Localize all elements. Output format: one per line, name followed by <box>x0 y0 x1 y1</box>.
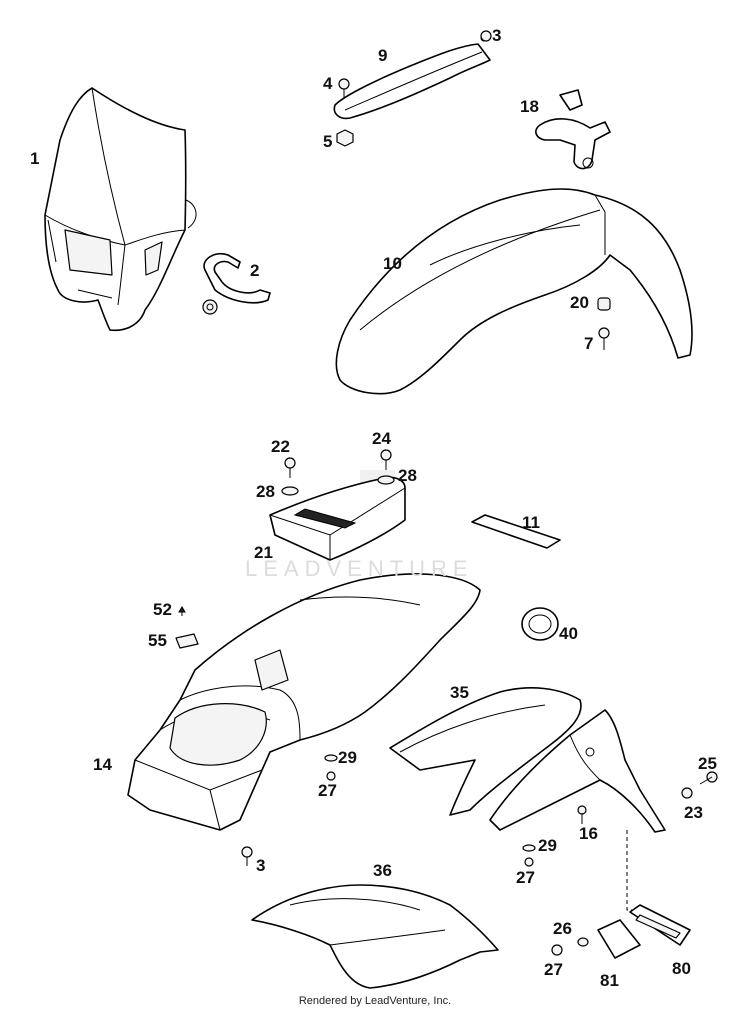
label-1: 1 <box>30 149 40 168</box>
air-filter-cover <box>269 476 406 561</box>
plate-55 <box>175 633 199 649</box>
screw-3-upper <box>480 30 492 42</box>
bracket <box>535 89 611 170</box>
label-2: 2 <box>250 261 260 280</box>
label-24: 24 <box>372 429 391 448</box>
screw-4 <box>338 78 350 98</box>
light-80 <box>629 904 691 946</box>
screw-3-lower <box>241 846 253 866</box>
label-4: 4 <box>323 74 333 93</box>
label-3-top: 3 <box>492 26 502 45</box>
lower-shroud <box>251 884 499 989</box>
screw-7 <box>598 327 610 350</box>
dashed-leader <box>626 830 640 911</box>
fork-bridge-cover <box>333 34 491 120</box>
label-23: 23 <box>684 803 703 822</box>
label-18: 18 <box>520 97 539 116</box>
label-28-left: 28 <box>256 482 275 501</box>
rivet-52 <box>178 606 186 616</box>
label-7: 7 <box>584 334 594 353</box>
label-10: 10 <box>383 254 402 273</box>
label-16: 16 <box>579 824 598 843</box>
washer-28-left <box>281 486 299 496</box>
nut-27-b <box>524 857 534 867</box>
headlight-mask <box>44 87 197 332</box>
screw-24 <box>380 449 392 470</box>
side-panel <box>389 687 582 816</box>
nut-27-a <box>326 771 336 781</box>
label-29-a: 29 <box>338 748 357 767</box>
label-55: 55 <box>148 631 167 650</box>
label-27-c: 27 <box>544 960 563 979</box>
label-29-b: 29 <box>538 836 557 855</box>
rubber-bush-20 <box>597 297 611 311</box>
rear-fender <box>127 573 481 831</box>
nut-23 <box>681 787 693 799</box>
label-9: 9 <box>378 46 388 65</box>
label-28-right: 28 <box>398 466 417 485</box>
washer-29-b <box>522 844 536 852</box>
washer-28-right <box>377 475 395 485</box>
label-22: 22 <box>271 437 290 456</box>
label-80: 80 <box>672 959 691 978</box>
washer-29-a <box>324 754 338 762</box>
label-27-a: 27 <box>318 781 337 800</box>
label-27-b: 27 <box>516 868 535 887</box>
rear-mudguard-tail <box>489 709 666 833</box>
nut-27-c <box>551 944 563 956</box>
label-3-bottom: 3 <box>256 856 266 875</box>
label-35: 35 <box>450 683 469 702</box>
adhesive-strip <box>471 514 561 549</box>
label-40: 40 <box>559 624 578 643</box>
headlight-clamp <box>202 252 271 315</box>
label-25: 25 <box>698 754 717 773</box>
label-81: 81 <box>600 971 619 990</box>
front-fender <box>335 188 693 395</box>
label-14: 14 <box>93 755 112 774</box>
label-5: 5 <box>323 132 333 151</box>
label-36: 36 <box>373 861 392 880</box>
label-52: 52 <box>153 600 172 619</box>
screw-25 <box>699 771 718 785</box>
plate-81 <box>597 919 641 959</box>
label-20: 20 <box>570 293 589 312</box>
grommet <box>521 607 559 641</box>
nut-5 <box>336 129 354 147</box>
screw-16 <box>577 805 587 824</box>
washer-26 <box>577 937 589 947</box>
label-11: 11 <box>522 513 540 532</box>
label-21: 21 <box>254 543 273 562</box>
watermark-text: LEADVENTURE <box>245 556 474 581</box>
credit-line: Rendered by LeadVenture, Inc. <box>298 995 452 1007</box>
screw-22 <box>284 457 296 478</box>
label-26: 26 <box>553 919 572 938</box>
